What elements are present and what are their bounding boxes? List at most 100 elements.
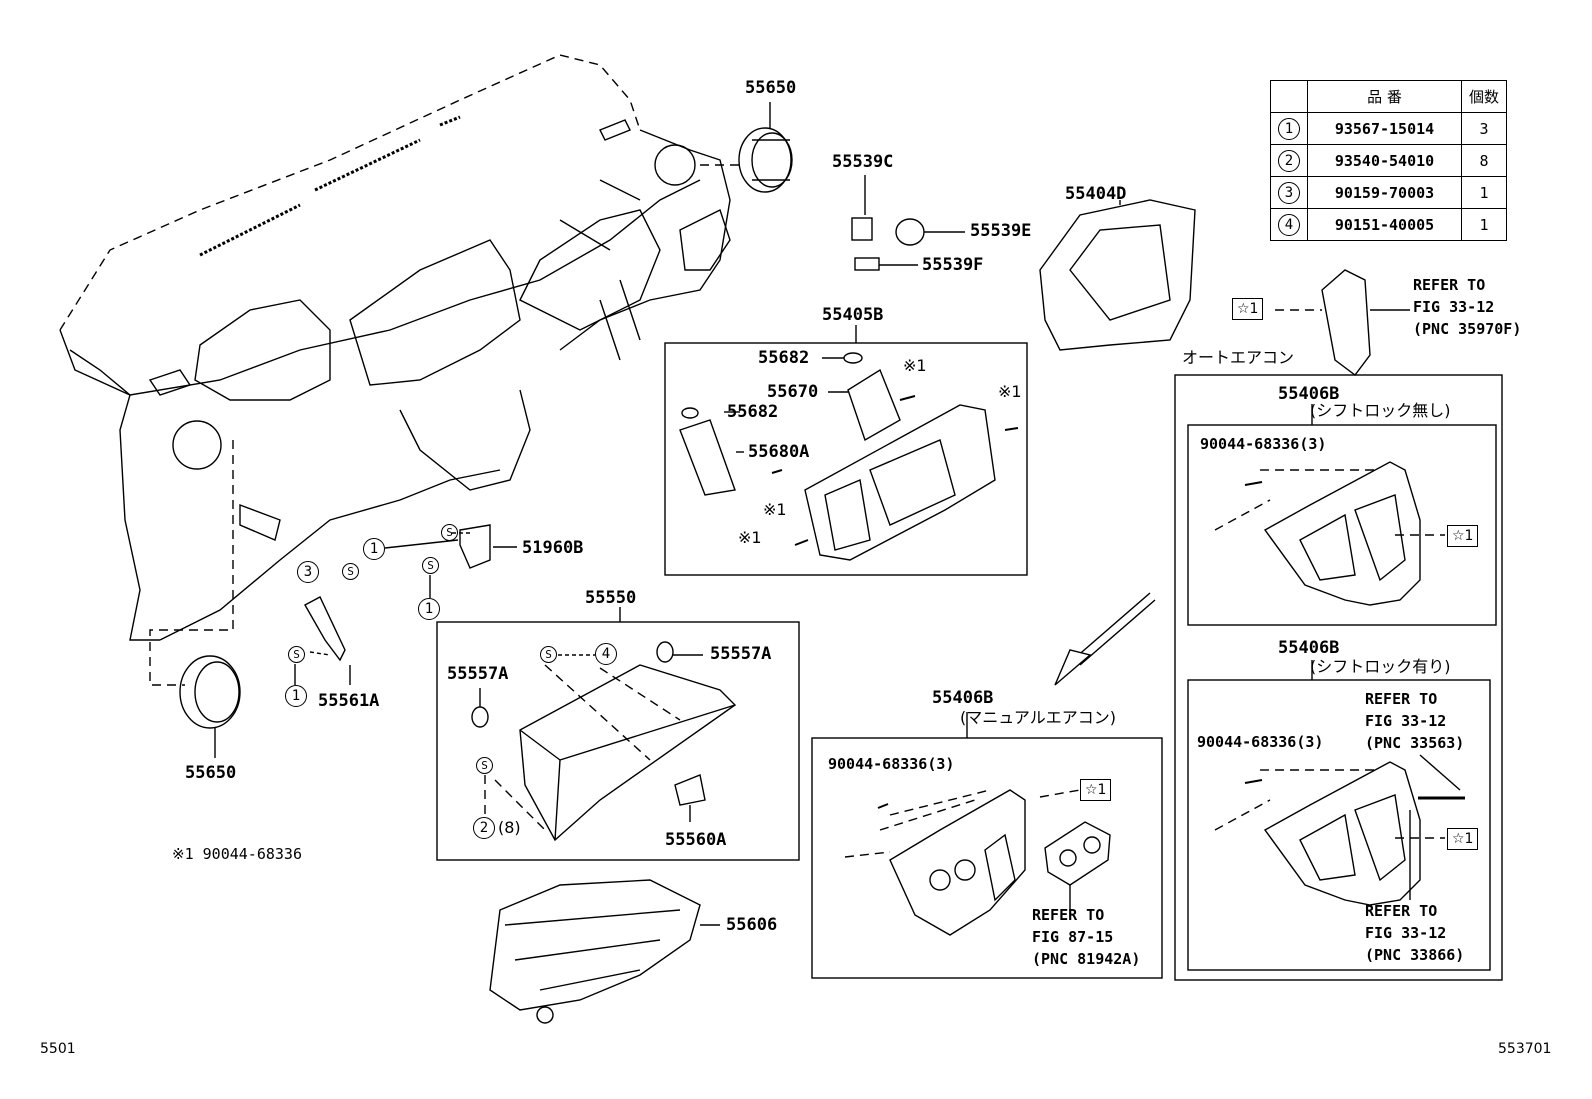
quantity: 1 <box>1461 208 1507 241</box>
quantity: 1 <box>1461 176 1507 209</box>
box-55550 <box>436 621 800 861</box>
vent-55650-top <box>738 127 793 193</box>
screw-icon: S <box>540 646 557 663</box>
dashboard-panel <box>59 54 731 641</box>
quantity: 8 <box>1461 144 1507 177</box>
star-1-box: ☆1 <box>1232 298 1264 320</box>
label-55606: 55606 <box>726 915 778 935</box>
ref-circle-4: 4 <box>595 643 617 665</box>
box-no-shiftlock <box>1187 424 1497 626</box>
ref-circle-3: 3 <box>297 561 319 583</box>
label-55539C: 55539C <box>832 152 894 172</box>
header-quantity: 個数 <box>1461 80 1507 113</box>
direction-arrow <box>1054 592 1156 686</box>
label-55557A-left: 55557A <box>447 664 509 684</box>
label-55404D: 55404D <box>1065 184 1127 204</box>
caption-manual-ac: (マニュアルエアコン) <box>960 708 1117 727</box>
caption-shiftlock: (シフトロック有り) <box>1310 657 1451 676</box>
caption-auto-ac: オートエアコン <box>1182 348 1295 367</box>
ref-circle: 1 <box>1278 117 1300 140</box>
refer-33563-1: REFER TO <box>1365 690 1438 708</box>
label-55539F: 55539F <box>922 255 984 275</box>
table-row: 2 93540-54010 8 <box>1270 144 1507 177</box>
clip-55539C <box>851 217 873 241</box>
parts-table: 品 番 個数 1 93567-15014 3 2 93540-54010 8 3… <box>1270 80 1507 241</box>
screw-icon: S <box>342 563 359 580</box>
cluster-hood-55404D <box>1039 199 1196 351</box>
refer-33866-2: FIG 33-12 <box>1365 924 1447 942</box>
note-1-a: ※1 <box>903 356 927 375</box>
label-55557A-right: 55557A <box>710 644 772 664</box>
footer-right-code: 553701 <box>1498 1041 1552 1057</box>
label-51960B: 51960B <box>522 538 584 558</box>
label-qty-8: (8) <box>498 818 521 837</box>
caption-no-shiftlock: (シフトロック無し) <box>1310 401 1451 420</box>
glove-box-55550 <box>519 664 737 842</box>
note-1-d: ※1 <box>738 528 762 547</box>
table-row: 1 93567-15014 3 <box>1270 112 1507 145</box>
footer-left-code: 5501 <box>40 1041 76 1057</box>
ref-circle: 3 <box>1278 181 1300 204</box>
note-1-c: ※1 <box>763 500 787 519</box>
screw-icon: S <box>422 557 439 574</box>
parts-table-header: 品 番 個数 <box>1270 80 1507 113</box>
refer-33563-3: (PNC 33563) <box>1365 734 1465 752</box>
center-panel-manual <box>889 789 1026 936</box>
note-1-b: ※1 <box>998 382 1022 401</box>
vent-55680A <box>679 419 736 496</box>
clip-55539F <box>854 257 880 271</box>
clip-55682b <box>681 407 699 419</box>
box-auto-ac <box>1174 374 1503 981</box>
refer-35970F-3: (PNC 35970F) <box>1413 320 1522 338</box>
star-1-box: ☆1 <box>1447 525 1479 547</box>
ref-circle-2: 2 <box>473 817 495 839</box>
part-number: 90151-40005 <box>1307 208 1462 241</box>
refer-81942A-3: (PNC 81942A) <box>1032 950 1141 968</box>
bolt-manual: 90044-68336(3) <box>828 755 955 773</box>
label-55406B-nolock: 55406B <box>1278 384 1340 404</box>
bolt-lock: 90044-68336(3) <box>1197 733 1324 751</box>
bracket-55561A <box>304 596 346 662</box>
part-number: 93567-15014 <box>1307 112 1462 145</box>
tray-55606 <box>489 879 701 1024</box>
ref-circle: 4 <box>1278 213 1300 236</box>
clip-55682a <box>843 352 863 364</box>
ref-circle: 2 <box>1278 149 1300 172</box>
bolt-nolock: 90044-68336(3) <box>1200 435 1327 453</box>
part-number: 93540-54010 <box>1307 144 1462 177</box>
cushion-55557A-right <box>656 641 674 663</box>
label-55406B-lock: 55406B <box>1278 638 1340 658</box>
label-55539E: 55539E <box>970 221 1032 241</box>
ref-circle-1: 1 <box>363 538 385 560</box>
shift-bezel-no-lock <box>1263 461 1421 606</box>
center-bezel-55405B <box>804 404 996 561</box>
header-part-number: 品 番 <box>1307 80 1462 113</box>
label-55406B-manual: 55406B <box>932 688 994 708</box>
label-55560A: 55560A <box>665 830 727 850</box>
label-55561A: 55561A <box>318 691 380 711</box>
label-55682-b: 55682 <box>727 402 779 422</box>
table-row: 4 90151-40005 1 <box>1270 208 1507 241</box>
vent-55650-bottom <box>179 655 241 729</box>
star-1-box: ☆1 <box>1080 779 1112 801</box>
footnote-1: ※1 90044-68336 <box>172 845 302 863</box>
screw-icon: S <box>288 646 305 663</box>
refer-35970F-2: FIG 33-12 <box>1413 298 1495 316</box>
bracket-51960B <box>459 524 491 569</box>
label-55670: 55670 <box>767 382 819 402</box>
label-55682-a: 55682 <box>758 348 810 368</box>
label-55650-bottom: 55650 <box>185 763 237 783</box>
knob-55539E <box>895 218 925 246</box>
screw-icon: S <box>441 524 458 541</box>
screw-icon: S <box>476 757 493 774</box>
label-55650-top: 55650 <box>745 78 797 98</box>
label-55550: 55550 <box>585 588 637 608</box>
label-55405B: 55405B <box>822 305 884 325</box>
vent-55670 <box>847 368 901 442</box>
star-1-box: ☆1 <box>1447 828 1479 850</box>
ref-circle-1: 1 <box>285 685 307 707</box>
refer-33866-1: REFER TO <box>1365 902 1438 920</box>
refer-81942A-1: REFER TO <box>1032 906 1105 924</box>
refer-81942A-2: FIG 87-15 <box>1032 928 1114 946</box>
table-row: 3 90159-70003 1 <box>1270 176 1507 209</box>
